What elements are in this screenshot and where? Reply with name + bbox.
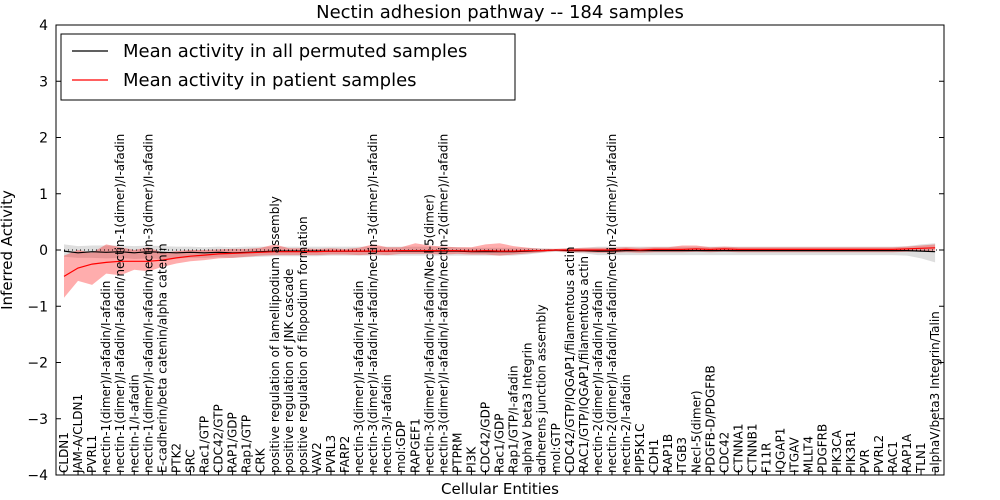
- category-label: PIK3CA: [830, 429, 844, 473]
- category-label: CLDN1: [57, 432, 71, 473]
- category-label: nectin-2(dimer)/I-afadin/I-afadin/nectin…: [605, 134, 619, 473]
- x-axis-label: Cellular Entities: [441, 480, 559, 498]
- y-tick-label: −2: [27, 356, 48, 372]
- category-label: CDC42/GDP: [479, 402, 493, 473]
- y-tick-label: 3: [39, 74, 48, 90]
- category-label: nectin-1(dimer)/I-afadin/I-afadin/nectin…: [141, 134, 155, 473]
- category-label: PI3K: [465, 446, 479, 473]
- category-label: CDC42/GTP: [212, 404, 226, 473]
- category-label: VAV2: [310, 442, 324, 473]
- y-tick-label: −4: [27, 468, 48, 484]
- category-label: ITGAV: [788, 436, 802, 473]
- category-label: CDC42/GTP/IQGAP1/filamentous actin: [563, 247, 577, 473]
- category-label: Necl-5(dimer): [689, 390, 703, 473]
- category-label: PVR: [858, 449, 872, 473]
- category-label: nectin-2(dimer)/I-afadin/I-afadin: [591, 281, 605, 473]
- category-label: RAC1: [886, 441, 900, 473]
- legend-box: [60, 33, 516, 101]
- category-label: positive regulation of lamellipodium ass…: [268, 196, 282, 473]
- y-axis-ticks: −4 −3 −2 −1 0 1 2 3 4: [27, 18, 944, 484]
- y-tick-label: −3: [27, 412, 48, 428]
- category-label: CTNNB1: [746, 423, 760, 473]
- category-label: PDGFB-D/PDGFRB: [703, 365, 717, 473]
- category-label: PIP5K1C: [633, 423, 647, 473]
- category-label: CRK: [254, 447, 268, 473]
- legend-label-permuted: Mean activity in all permuted samples: [123, 41, 467, 62]
- category-label: SRC: [183, 449, 197, 473]
- y-tick-label: 2: [39, 131, 48, 147]
- patient-band: [64, 243, 936, 298]
- category-label: PTPRM: [450, 433, 464, 474]
- category-label: mol:GTP: [549, 423, 563, 473]
- category-label: Rap1/GTP: [240, 415, 254, 473]
- category-label: alphaV beta3 Integrin: [521, 342, 535, 473]
- y-tick-label: −1: [27, 299, 48, 315]
- category-label: PVRL2: [872, 435, 886, 473]
- category-label: MLLT4: [802, 436, 816, 473]
- legend-label-patient: Mean activity in patient samples: [123, 70, 417, 91]
- permuted-band: [64, 243, 936, 263]
- category-label: PTK2: [169, 443, 183, 473]
- category-label: RAP1B: [661, 434, 675, 473]
- y-axis-label: Inferred Activity: [0, 190, 16, 310]
- y-tick-label: 0: [39, 243, 48, 259]
- category-label: RAC1/GTP/IQGAP1/filamentous actin: [577, 256, 591, 473]
- legend: Mean activity in all permuted samples Me…: [60, 33, 516, 101]
- category-label: nectin-1(dimer)/I-afadin/I-afadin: [99, 281, 113, 473]
- plot-frame: [55, 24, 945, 476]
- category-label: PVRL1: [85, 435, 99, 473]
- category-label: RAP1/GDP: [226, 412, 240, 473]
- category-label: RAPGEF1: [408, 418, 422, 473]
- y-tick-label: 4: [39, 18, 48, 34]
- patient-mean-line: [63, 247, 936, 277]
- category-label: E-cadherin/beta catenin/alpha catenin: [155, 243, 169, 473]
- category-label: CDC42: [717, 432, 731, 473]
- category-label: ITGB3: [675, 437, 689, 473]
- category-label: TLN1: [914, 442, 928, 474]
- series-lines: [56, 247, 944, 277]
- category-label: PIK3R1: [844, 431, 858, 473]
- category-label: nectin-3(dimer)/I-afadin/I-afadin/Necl-5…: [422, 194, 436, 473]
- category-label: nectin-3(dimer)/I-afadin/I-afadin/nectin…: [366, 134, 380, 473]
- category-label: PVRL3: [324, 435, 338, 473]
- category-label: RAP1A: [900, 433, 914, 473]
- category-label: FARP2: [338, 436, 352, 473]
- category-label: mol:GDP: [394, 421, 408, 473]
- category-label: nectin-1/I-afadin: [127, 374, 141, 473]
- category-label: positive regulation of JNK cascade: [282, 269, 296, 473]
- y-tick-label: 1: [39, 187, 48, 203]
- confidence-bands: [64, 243, 936, 298]
- category-label: JAM-A/CLDN1: [71, 394, 85, 474]
- category-label: nectin-3(dimer)/I-afadin/I-afadin/nectin…: [436, 134, 450, 473]
- category-label: nectin-3(dimer)/I-afadin/I-afadin: [352, 281, 366, 473]
- category-label: Rac1/GDP: [493, 414, 507, 473]
- category-label: F11R: [760, 442, 774, 473]
- category-label: CTNNA1: [731, 423, 745, 473]
- chart-title: Nectin adhesion pathway -- 184 samples: [316, 2, 684, 23]
- category-label: PDGFRB: [816, 424, 830, 473]
- category-label: adherens junction assembly: [535, 304, 549, 473]
- category-label: IQGAP1: [774, 428, 788, 473]
- category-label: nectin-1(dimer)/I-afadin/I-afadin/nectin…: [113, 134, 127, 473]
- category-label: positive regulation of filopodium format…: [296, 216, 310, 473]
- category-label: nectin-3/I-afadin: [380, 374, 394, 473]
- category-label: alphaV/beta3 Integrin/Talin: [928, 311, 942, 473]
- category-label: CDH1: [647, 439, 661, 473]
- category-label: Rap1/GTP/I-afadin: [507, 365, 521, 473]
- category-label: nectin-2/I-afadin: [619, 374, 633, 473]
- category-label: Rac1/GTP: [198, 416, 212, 473]
